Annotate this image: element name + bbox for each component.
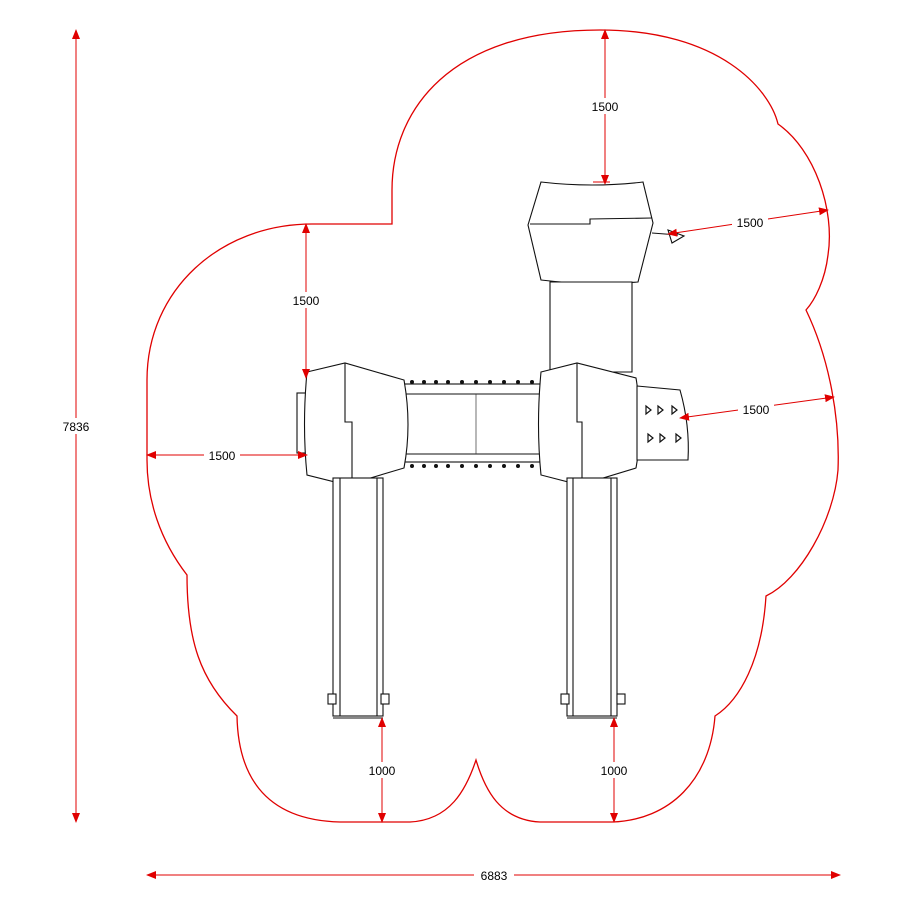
tower-connector	[549, 281, 633, 373]
clearance-left-label: 1500	[209, 449, 236, 463]
bridge	[403, 380, 545, 468]
slide-left	[327, 477, 390, 719]
clearance-left-upper: 1500	[288, 223, 324, 379]
overall-height-label: 7836	[63, 420, 90, 434]
clearance-bottom-right-label: 1000	[601, 764, 628, 778]
clearance-right-upper-label: 1500	[737, 216, 764, 230]
roof-left-tower	[296, 362, 409, 486]
clearance-top-label: 1500	[592, 100, 619, 114]
play-equipment	[296, 181, 689, 719]
clearance-bottom-left: 1000	[364, 717, 400, 823]
climbing-wall	[636, 385, 689, 461]
clearance-bottom-right: 1000	[596, 717, 632, 823]
slide-right	[560, 477, 626, 719]
overall-height-dimension: 7836	[55, 29, 97, 823]
clearance-right-middle-label: 1500	[743, 403, 770, 417]
roof-right-tower	[537, 362, 641, 486]
roof-detail-line	[530, 217, 653, 225]
safety-zone-outline	[146, 29, 839, 823]
clearance-left-upper-label: 1500	[293, 294, 320, 308]
overall-width-label: 6883	[481, 869, 508, 883]
clearance-top: 1500	[587, 29, 623, 185]
clearance-left: 1500	[146, 447, 308, 463]
clearance-bottom-left-label: 1000	[369, 764, 396, 778]
roof-top-tower	[527, 181, 654, 285]
clearance-right-middle: 1500	[679, 394, 835, 421]
overall-width-dimension: 6883	[146, 867, 841, 883]
clearance-right-upper: 1500	[667, 207, 829, 237]
